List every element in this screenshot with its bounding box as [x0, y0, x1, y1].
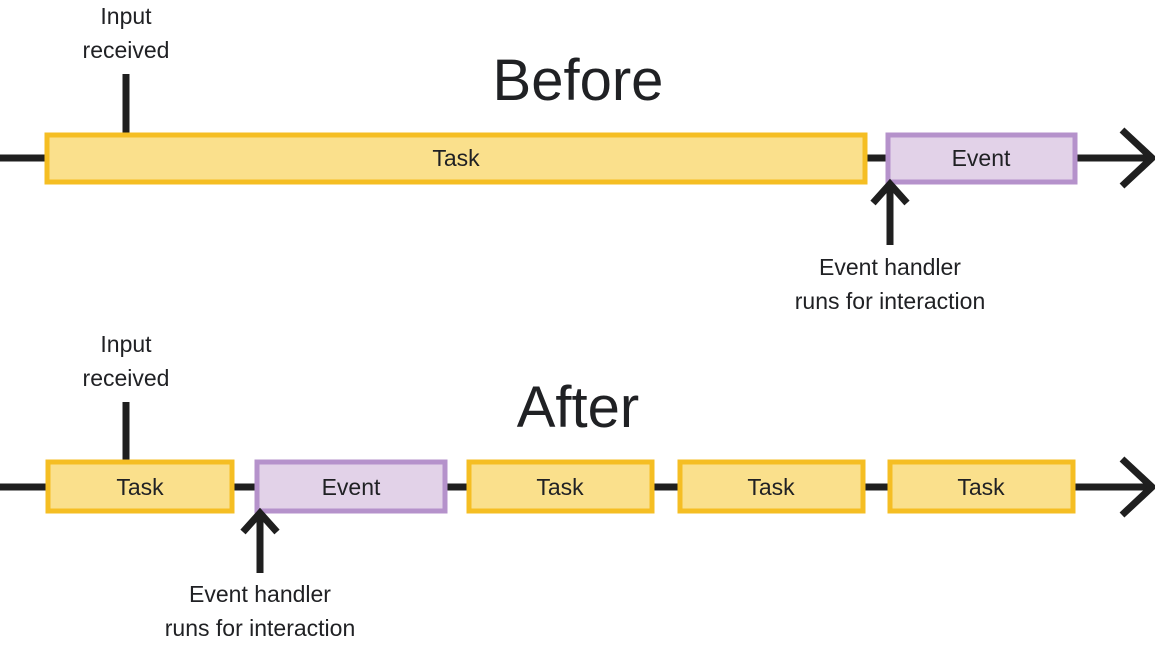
before-block-task-label: Task	[432, 145, 480, 171]
after-timeline-end-arrow	[1070, 456, 1155, 518]
after-block-task-3[interactable]: Task	[677, 459, 866, 514]
after-block-task-2-label: Task	[536, 474, 584, 500]
after-handler-arrow	[240, 507, 280, 573]
after-block-task-1[interactable]: Task	[45, 459, 235, 514]
after-heading: After	[517, 375, 640, 440]
after-input-label-line1: Input	[100, 331, 152, 357]
before-handler-label-line2: runs for interaction	[795, 288, 985, 314]
after-block-task-4-label: Task	[957, 474, 1005, 500]
after-block-task-1-label: Task	[116, 474, 164, 500]
after-block-task-2[interactable]: Task	[466, 459, 655, 514]
before-heading: Before	[493, 48, 664, 113]
before-block-task[interactable]: Task	[44, 132, 868, 185]
before-input-label-line2: received	[83, 37, 170, 63]
after-block-event[interactable]: Event	[254, 459, 448, 514]
before-block-event-label: Event	[952, 145, 1011, 171]
before-block-event[interactable]: Event	[885, 132, 1078, 185]
after-block-task-4[interactable]: Task	[887, 459, 1076, 514]
after-block-event-label: Event	[322, 474, 381, 500]
before-input-label-line1: Input	[100, 3, 152, 29]
after-block-task-3-label: Task	[747, 474, 795, 500]
before-timeline-end-arrow	[1072, 127, 1155, 189]
before-handler-arrow	[870, 178, 910, 245]
before-handler-label-line1: Event handler	[819, 254, 961, 280]
after-input-label-line2: received	[83, 365, 170, 391]
after-handler-label-line2: runs for interaction	[165, 615, 355, 641]
after-handler-label-line1: Event handler	[189, 581, 331, 607]
